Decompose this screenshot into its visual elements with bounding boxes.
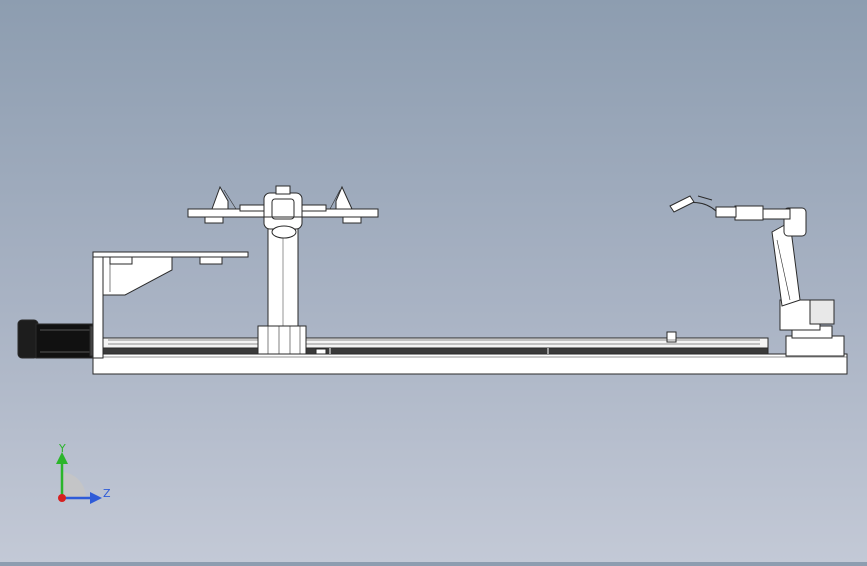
welding-robot	[669, 195, 845, 357]
welding-fixture	[187, 185, 379, 239]
base-frame	[92, 331, 848, 375]
servo-motor	[17, 319, 97, 359]
linear-rail	[108, 339, 760, 345]
triad-z-label: Z	[103, 487, 111, 500]
coordinate-triad	[56, 452, 102, 504]
positioner-column	[257, 227, 327, 355]
triad-y-label: Y	[59, 442, 66, 455]
cantilever-bracket	[92, 251, 249, 359]
